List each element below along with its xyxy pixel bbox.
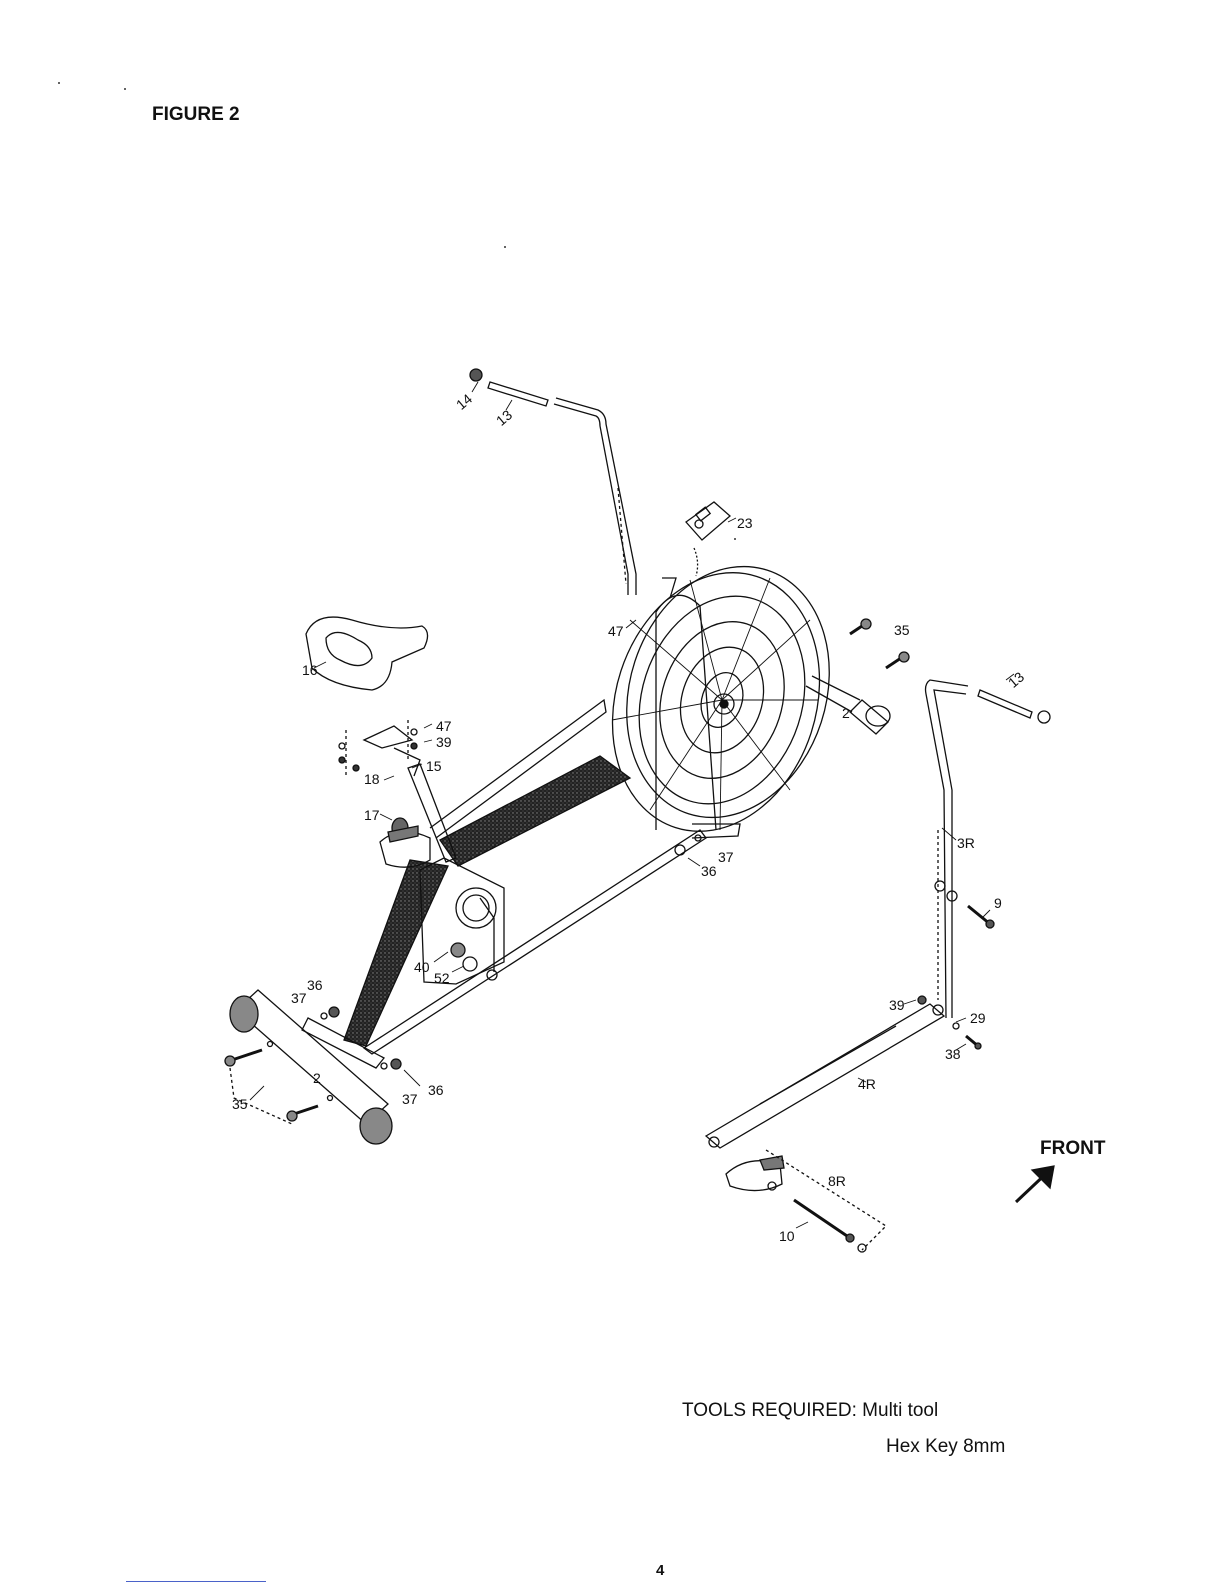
- callout-35-rear: 35: [232, 1096, 248, 1112]
- callout-37-rear-lower: 37: [402, 1091, 418, 1107]
- front-arrow-icon: [1016, 1166, 1054, 1202]
- left-handlebar-arm: [554, 398, 636, 595]
- callout-39-lower: 39: [889, 997, 905, 1013]
- callout-17: 17: [364, 807, 380, 823]
- callout-9: 9: [994, 895, 1002, 911]
- callout-36-rear-upper: 36: [307, 977, 323, 993]
- pivot-bolt: [968, 906, 994, 928]
- callout-47-upper: 47: [608, 623, 624, 639]
- callout-37-rear-upper: 37: [291, 990, 307, 1006]
- fan-wheel: [580, 540, 861, 858]
- callout-3R: 3R: [957, 835, 975, 851]
- callout-36-frame: 36: [701, 863, 717, 879]
- scan-speck: [734, 538, 736, 540]
- tools-required-hex-key: Hex Key 8mm: [886, 1436, 1005, 1458]
- callout-36-rear-lower: 36: [428, 1082, 444, 1098]
- main-frame-beam: [344, 700, 630, 1046]
- callout-13-right: 13: [1005, 668, 1027, 690]
- rear-stabilizer-bolts: [225, 1050, 318, 1124]
- drive-hub: [451, 943, 477, 971]
- callout-10: 10: [779, 1228, 795, 1244]
- callout-labels: 14 13 23 47 35 13 2 16 47 39 18 15 17 37…: [232, 390, 1027, 1244]
- scan-speck: [124, 88, 126, 90]
- right-pedal-arm: [706, 996, 981, 1148]
- callout-2-front: 2: [842, 705, 850, 721]
- console: [686, 502, 730, 576]
- callout-37-frame: 37: [718, 849, 734, 865]
- callout-15: 15: [426, 758, 442, 774]
- callout-35-right: 35: [894, 622, 910, 638]
- callout-23: 23: [737, 515, 753, 531]
- callout-13-left: 13: [493, 406, 515, 428]
- left-handlebar-end-cap: [470, 369, 482, 381]
- callout-52: 52: [434, 970, 450, 986]
- callout-18: 18: [364, 771, 380, 787]
- pedal-axle: [794, 1200, 866, 1252]
- front-label: FRONT: [1040, 1138, 1105, 1160]
- tools-required-label: TOOLS REQUIRED: Multi tool: [682, 1400, 938, 1422]
- right-handlebar-grip: [978, 690, 1050, 723]
- callout-2-rear: 2: [313, 1070, 321, 1086]
- callout-38: 38: [945, 1046, 961, 1062]
- scan-speck: [504, 246, 506, 248]
- lower-frame-rail: [364, 824, 740, 1054]
- callout-39-upper: 39: [436, 734, 452, 750]
- callout-8R: 8R: [828, 1173, 846, 1189]
- callout-leader-lines: [250, 382, 1014, 1228]
- callout-16: 16: [302, 662, 318, 678]
- page-number: 4: [656, 1562, 664, 1579]
- callout-4R: 4R: [858, 1076, 876, 1092]
- right-pedal: [726, 1150, 886, 1250]
- left-pedal: [380, 826, 430, 867]
- callout-47-lower: 47: [436, 718, 452, 734]
- left-handlebar-grip: [488, 382, 548, 406]
- callout-14: 14: [453, 390, 475, 412]
- footer-rule: [126, 1581, 266, 1582]
- scan-speck: [58, 82, 60, 84]
- callout-40: 40: [414, 959, 430, 975]
- callout-29: 29: [970, 1010, 986, 1026]
- seat: [306, 617, 428, 690]
